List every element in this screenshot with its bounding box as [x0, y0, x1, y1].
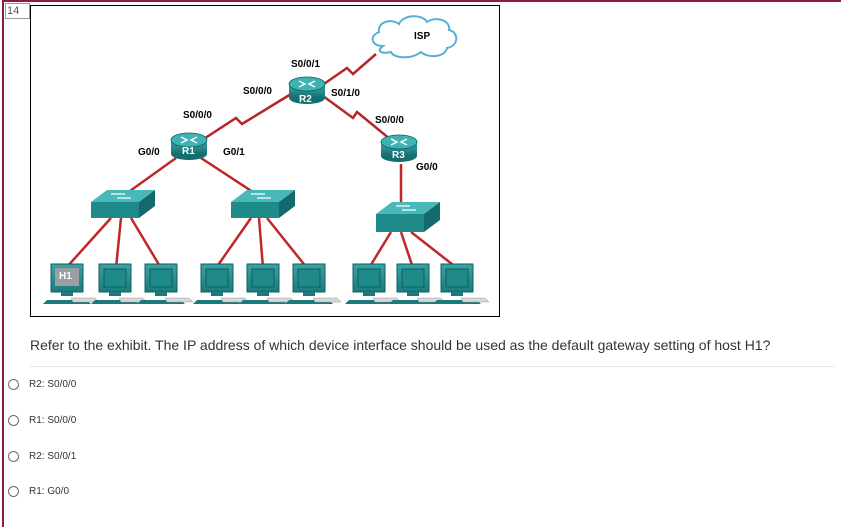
- label-r1-g01: G0/1: [223, 147, 245, 158]
- radio-button[interactable]: [8, 414, 19, 426]
- serial-link-r1-r2: [195, 92, 292, 146]
- radio-button[interactable]: [8, 378, 19, 390]
- router-r2-label: R2: [299, 94, 312, 105]
- switch-1-icon: [91, 190, 155, 218]
- host-h1-icon: [43, 263, 100, 304]
- label-r1-s000: S0/0/0: [183, 110, 212, 121]
- host-h1-label: H1: [59, 271, 72, 282]
- label-r3-g00: G0/0: [416, 162, 438, 173]
- label-r2-s001: S0/0/1: [291, 59, 320, 70]
- label-r3-s000: S0/0/0: [375, 115, 404, 126]
- link-r1-switch1: [122, 156, 177, 198]
- router-r1-icon: [170, 132, 208, 160]
- top-accent-rule: [2, 0, 841, 2]
- isp-cloud-icon: [371, 15, 458, 59]
- option-label: R2: S0/0/0: [29, 378, 77, 390]
- option-label: R1: G0/0: [29, 485, 70, 497]
- option-label: R2: S0/0/1: [29, 450, 77, 462]
- pc-icons: [43, 263, 490, 304]
- access-links: [65, 217, 458, 269]
- question-text: Refer to the exhibit. The IP address of …: [30, 337, 771, 353]
- router-r1-label: R1: [182, 146, 195, 157]
- answer-option-1[interactable]: R2: S0/0/0: [8, 376, 76, 392]
- network-topology-diagram: ISP: [43, 15, 490, 304]
- serial-link-r2-isp: [320, 53, 377, 88]
- switch-3-icon: [376, 202, 440, 232]
- router-r3-icon: [380, 134, 418, 162]
- left-accent-rule: [2, 0, 4, 527]
- router-r3-label: R3: [392, 150, 405, 161]
- switch-2-icon: [231, 190, 295, 218]
- serial-link-r2-r3: [322, 94, 397, 145]
- answer-option-4[interactable]: R1: G0/0: [8, 483, 69, 499]
- radio-button[interactable]: [8, 450, 19, 462]
- label-r2-s000: S0/0/0: [243, 86, 272, 97]
- answer-option-3[interactable]: R2: S0/0/1: [8, 448, 76, 464]
- option-label: R1: S0/0/0: [29, 414, 77, 426]
- question-divider: [30, 366, 835, 367]
- answer-option-2[interactable]: R1: S0/0/0: [8, 412, 76, 428]
- link-r1-switch2: [200, 156, 260, 198]
- router-r2-icon: [288, 76, 326, 104]
- label-r2-s010: S0/1/0: [331, 88, 360, 99]
- label-r1-g00: G0/0: [138, 147, 160, 158]
- network-exhibit: ISP: [30, 5, 500, 317]
- question-number: 14: [5, 3, 30, 19]
- isp-label: ISP: [414, 31, 430, 42]
- radio-button[interactable]: [8, 485, 19, 497]
